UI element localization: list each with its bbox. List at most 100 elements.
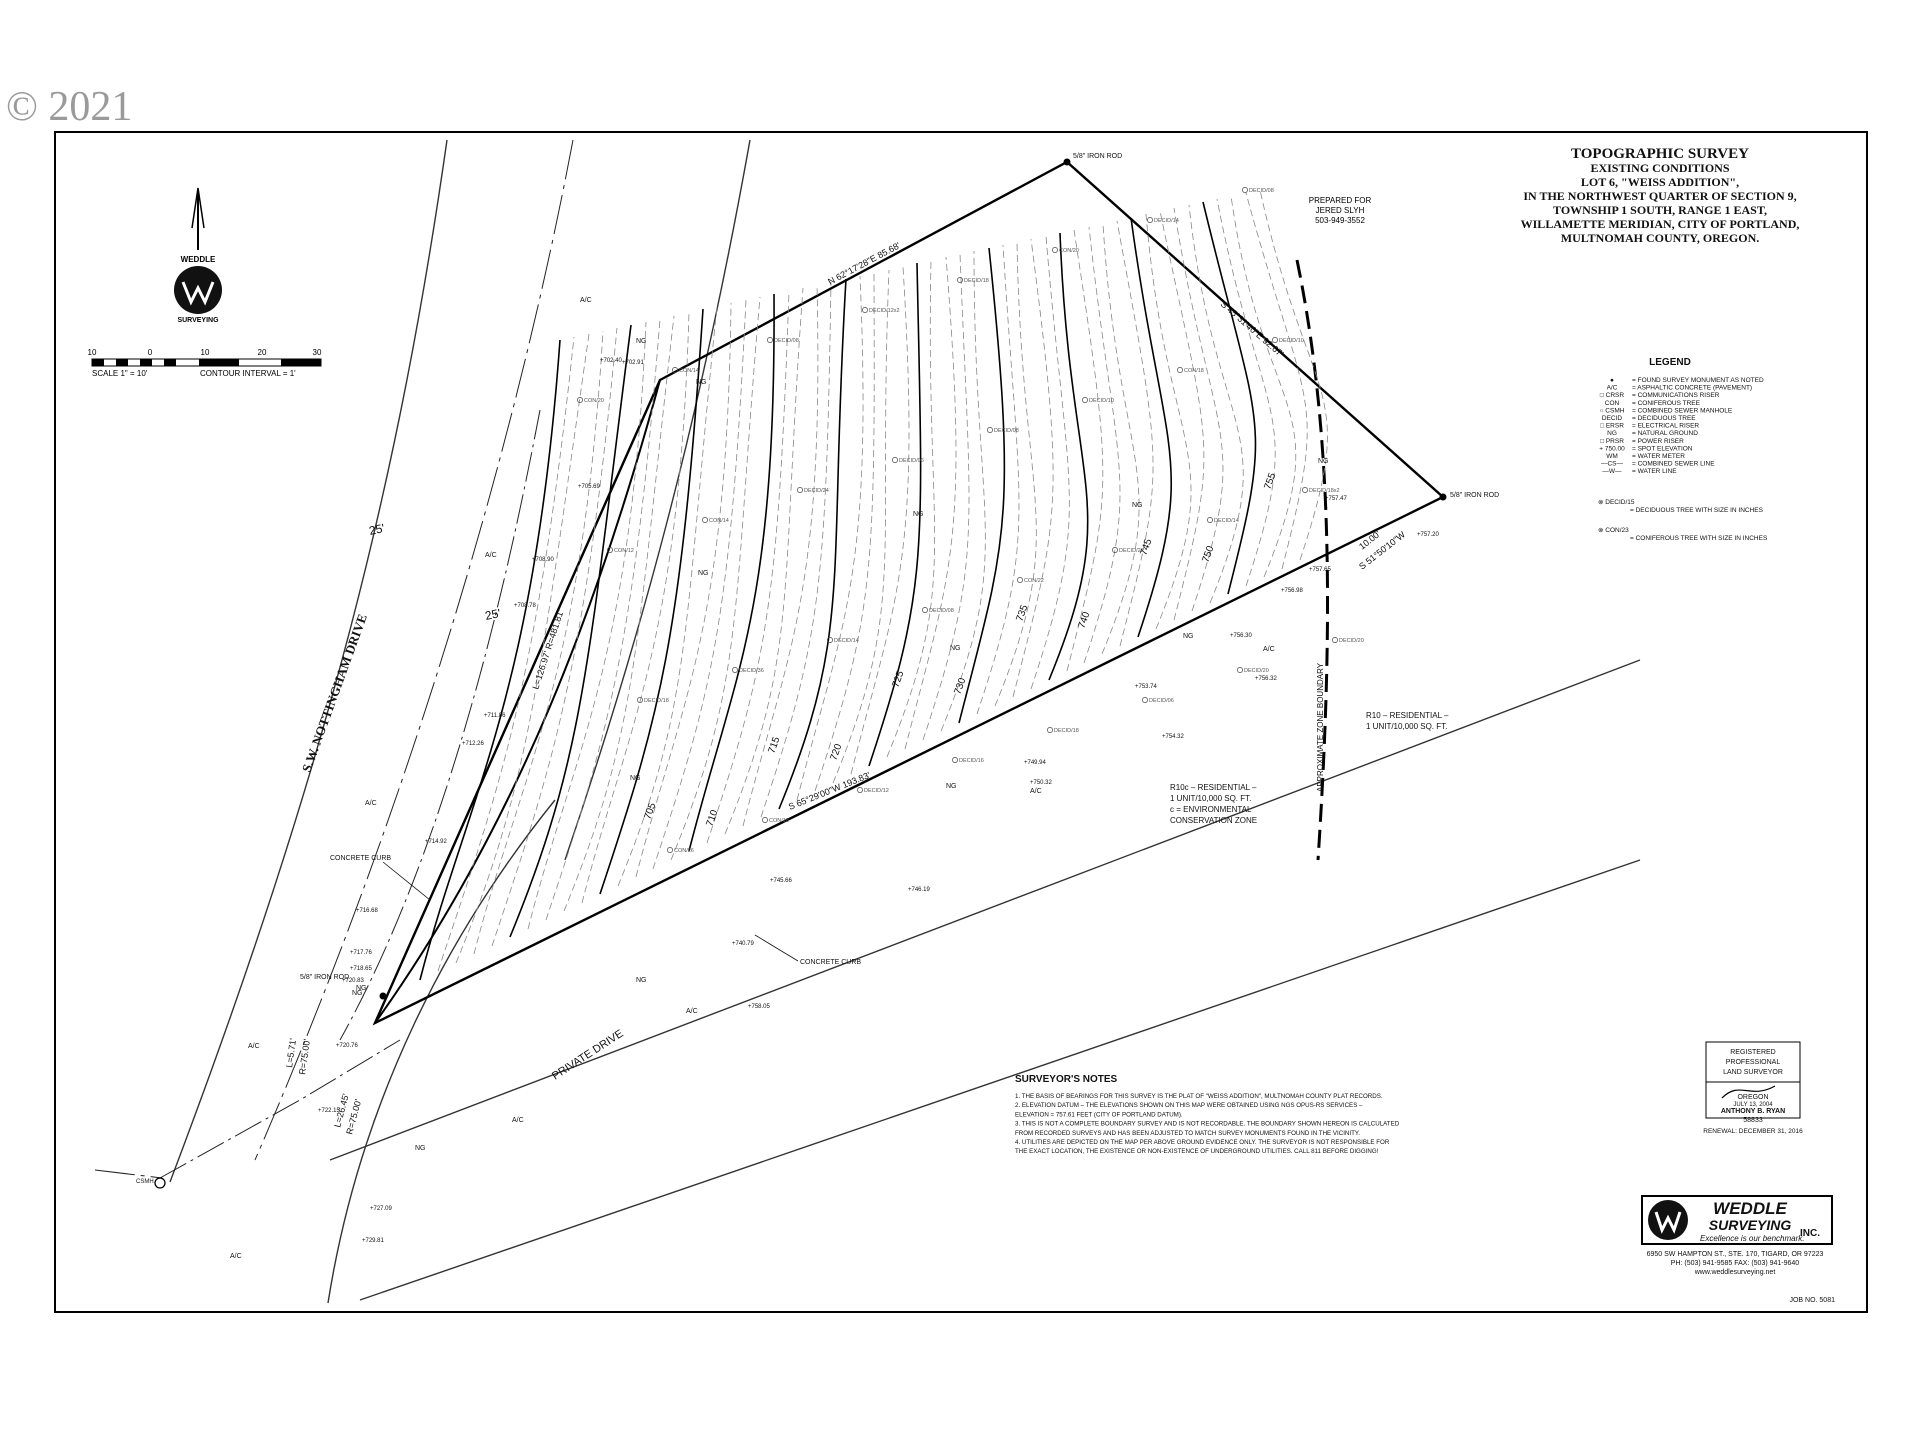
tree-label: DECID/20 xyxy=(1339,638,1364,644)
contour-label: 725 xyxy=(890,669,906,689)
minor-contour xyxy=(1230,195,1297,578)
ng-label: NG xyxy=(1183,633,1194,640)
tree-label: DECID/10 xyxy=(1279,338,1304,344)
minor-contour xyxy=(886,259,935,758)
ac-label: A/C xyxy=(365,800,377,807)
legend-symbol: □ ERSR xyxy=(1600,423,1624,430)
sheet-border xyxy=(54,131,1868,1313)
nottingham-west-edge xyxy=(169,139,448,1183)
iron-rod-label-north: 5/8" IRON ROD xyxy=(1073,153,1122,160)
ng-label: NG xyxy=(356,985,367,992)
ac-label: A/C xyxy=(485,552,497,559)
tree-icon xyxy=(607,547,613,553)
spot-elevations: +702.40+702.91+705.69+708.90+708.78+711.… xyxy=(318,358,1440,1244)
spot-elevation: +714.92 xyxy=(425,839,448,845)
major-contour xyxy=(1048,232,1089,681)
ac-label: A/C xyxy=(580,297,592,304)
tree-label: DECID/14 xyxy=(1154,218,1179,224)
tree-label: CON/14 xyxy=(709,518,729,524)
minor-contour xyxy=(617,305,718,887)
minor-contour xyxy=(491,327,618,947)
note-line: ELEVATION = 757.61 FEET (CITY OF PORTLAN… xyxy=(1015,1111,1183,1118)
tree-icon xyxy=(1272,337,1278,343)
spot-elevation: +757.47 xyxy=(1325,496,1348,502)
tree-icon xyxy=(1147,217,1153,223)
legend-tree-text: = DECIDUOUS TREE WITH SIZE IN INCHES xyxy=(1630,507,1764,514)
stamp-date: JULY 13, 2004 xyxy=(1733,1102,1773,1108)
tree-icon xyxy=(1112,547,1118,553)
legend-title: LEGEND xyxy=(1649,357,1691,368)
title-line-3: LOT 6, "WEISS ADDITION", xyxy=(1581,175,1739,189)
minor-contour xyxy=(1101,223,1140,655)
bearing-south: S 65°29'00"W 193.83' xyxy=(787,770,872,812)
minor-contour xyxy=(1159,210,1205,621)
contour-label: 755 xyxy=(1262,471,1278,491)
spot-elevation: +756.98 xyxy=(1281,588,1304,594)
note-line: 2. ELEVATION DATUM – THE ELEVATIONS SHOW… xyxy=(1015,1102,1363,1109)
iron-rod-label-west: 5/8" IRON ROD xyxy=(300,974,349,981)
ac-label: A/C xyxy=(512,1117,524,1124)
north-logo-line2: SURVEYING xyxy=(177,317,219,324)
tree-icon xyxy=(892,457,898,463)
minor-contour xyxy=(796,275,864,801)
tree-icon xyxy=(1332,637,1338,643)
ng-label: NG xyxy=(636,338,647,345)
legend-tree-symbol: ⊗ CON/23 xyxy=(1598,527,1629,534)
minor-contour xyxy=(1083,226,1121,664)
tree-icon xyxy=(952,757,958,763)
zone-r10c-line2: 1 UNIT/10,000 SQ. FT. xyxy=(1170,794,1251,803)
title-line-5: TOWNSHIP 1 SOUTH, RANGE 1 EAST, xyxy=(1553,203,1767,217)
minor-contour xyxy=(473,330,604,955)
scale-tick-4: 30 xyxy=(313,348,322,357)
legend-text: = WATER METER xyxy=(1632,453,1685,460)
sewer-lines xyxy=(94,139,574,1179)
note-line: FROM RECORDED SURVEYS AND HAS BEEN ADJUS… xyxy=(1015,1130,1360,1137)
spot-elevation: +756.32 xyxy=(1255,676,1278,682)
note-line: 3. THIS IS NOT A COMPLETE BOUNDARY SURVE… xyxy=(1015,1121,1400,1128)
spot-elevation: +716.68 xyxy=(356,908,379,914)
minor-contour xyxy=(940,250,986,732)
tree-label: DECID/06 xyxy=(1149,698,1174,704)
stamp-line-2: PROFESSIONAL xyxy=(1726,1059,1781,1066)
minor-contour xyxy=(922,253,970,741)
private-drive-south xyxy=(359,859,1641,1301)
stamp-name: ANTHONY B. RYAN xyxy=(1721,1108,1785,1115)
ac-label: A/C xyxy=(686,1008,698,1015)
contour-label: 710 xyxy=(704,808,720,828)
tree-icon xyxy=(762,817,768,823)
zone-r10-line2: 1 UNIT/10,000 SQ. FT. xyxy=(1366,722,1447,731)
tree-label: CON/26 xyxy=(674,848,694,854)
company-phone: PH: (503) 941-9585 FAX: (503) 941-9640 xyxy=(1671,1260,1800,1267)
tree-icon xyxy=(1237,667,1243,673)
prepared-for-label: PREPARED FOR xyxy=(1309,196,1372,205)
minor-contour xyxy=(455,333,590,964)
minor-contour xyxy=(1012,238,1054,698)
minor-contour xyxy=(1030,235,1070,690)
tree-label: DECID/20 xyxy=(1244,668,1269,674)
ng-label: NG xyxy=(696,379,707,386)
ng-label: NG xyxy=(1318,458,1329,465)
legend-text: = COMBINED SEWER LINE xyxy=(1632,461,1715,468)
road-edges xyxy=(169,139,1641,1304)
tree-icon xyxy=(922,607,928,613)
tree-label: CON/18 xyxy=(769,818,789,824)
map-labels: 5/8" IRON ROD 5/8" IRON ROD 5/8" IRON RO… xyxy=(136,153,1499,1185)
ac-label: A/C xyxy=(1030,788,1042,795)
tree-icon xyxy=(957,277,963,283)
company-inc: INC. xyxy=(1800,1228,1820,1239)
tree-label: CON/20 xyxy=(1059,248,1079,254)
tree-label: DECID/08 xyxy=(994,428,1019,434)
note-line: THE EXACT LOCATION, THE EXISTENCE OR NON… xyxy=(1015,1148,1379,1155)
contour-label: 740 xyxy=(1076,610,1092,630)
legend-tree-text: = CONIFEROUS TREE WITH SIZE IN INCHES xyxy=(1630,535,1768,542)
ng-label: NG xyxy=(913,511,924,518)
tree-icon xyxy=(987,427,993,433)
tree-icon xyxy=(1302,487,1308,493)
minor-contour xyxy=(1066,229,1104,672)
minor-contour xyxy=(994,241,1037,707)
legend-symbol: —W— xyxy=(1602,468,1622,475)
legend-symbol: NG xyxy=(1607,430,1617,437)
tree-label: DECID/18x2 xyxy=(1309,488,1340,494)
spot-elevation: +756.30 xyxy=(1230,633,1253,639)
